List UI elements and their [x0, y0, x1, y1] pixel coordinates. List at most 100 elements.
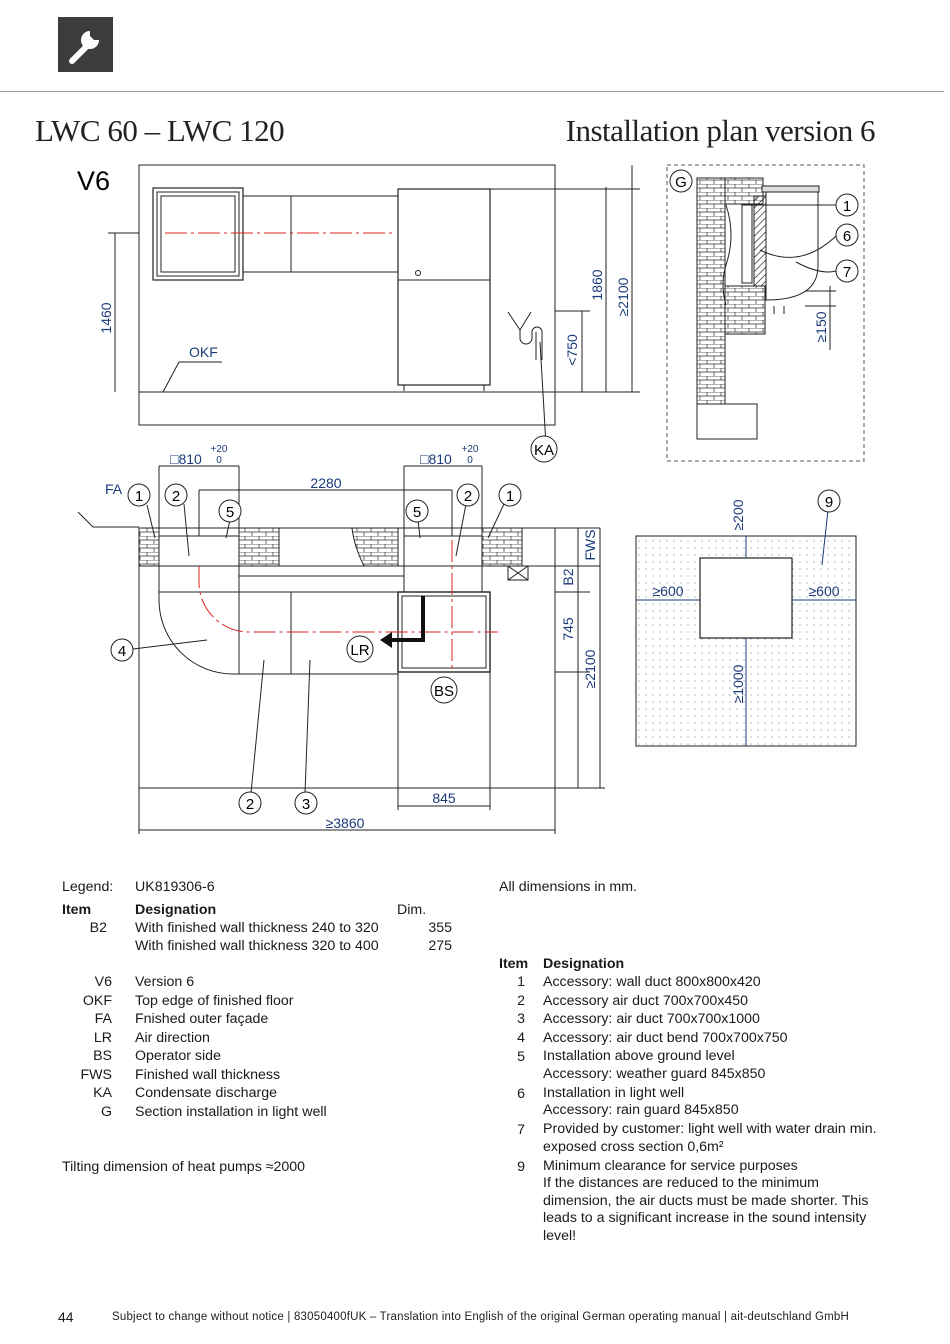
clearance-1000: ≥1000: [730, 664, 746, 703]
item-number: 6: [517, 1085, 525, 1102]
right-col-item: Item: [499, 956, 529, 972]
label-ka: KA: [534, 442, 554, 459]
dim-750: <750: [564, 334, 580, 366]
item-number: 9: [517, 1158, 525, 1175]
dimension-note: All dimensions in mm.: [499, 879, 637, 895]
dim-2100-elevation: ≥2100: [615, 277, 631, 316]
tol-plus-left: +20: [211, 444, 228, 455]
legend-abbrev-text: Finished wall thickness: [135, 1066, 281, 1083]
item-number: 3: [517, 1011, 525, 1027]
heat-pump-elevation: [397, 188, 491, 386]
legend-col-designation: Designation: [135, 902, 217, 918]
callout-9: 9: [825, 494, 833, 511]
legend-abbrev-text: Air direction: [135, 1029, 210, 1046]
dim-810-right: □810: [420, 451, 452, 467]
legend-abbrev-item: G: [100, 1103, 112, 1120]
legend-b2-dim-1: 355: [428, 920, 452, 936]
legend-abbrev-item: V6: [94, 974, 112, 990]
label-okf: OKF: [189, 344, 218, 360]
wrench-icon: [58, 17, 113, 72]
legend-b2-item: B2: [89, 920, 107, 936]
clearance-600-right: ≥600: [808, 583, 839, 599]
label-g: G: [675, 174, 687, 191]
tol-plus-right: +20: [462, 444, 479, 455]
callout-1-right: 1: [506, 488, 514, 505]
item-designation-line: Accessory: air duct 700x700x1000: [543, 1011, 760, 1027]
item-designation-line: Provided by customer: light well with wa…: [543, 1121, 877, 1137]
callout-1-section: 1: [843, 198, 851, 215]
callout-4: 4: [118, 643, 126, 660]
legend-code: UK819306-6: [135, 879, 215, 895]
legend-abbrev-item: OKF: [82, 992, 112, 1009]
legend-col-dim: Dim.: [397, 902, 427, 918]
legend-abbrev-item: KA: [93, 1085, 112, 1101]
label-lr: LR: [350, 642, 369, 659]
footer-text: Subject to change without notice | 83050…: [112, 1311, 850, 1323]
dim-3860: ≥3860: [326, 815, 365, 831]
tilting-dimension: Tilting dimension of heat pumps ≈2000: [62, 1159, 306, 1175]
item-designation-line: Accessory: weather guard 845x850: [543, 1065, 766, 1082]
label-fa: FA: [105, 481, 123, 497]
plan-room: [138, 527, 556, 789]
legend-label: Legend:: [62, 879, 114, 895]
item-designation-line: leads to a significant increase in the s…: [543, 1210, 867, 1226]
item-designation-line: exposed cross section 0,6m²: [543, 1138, 724, 1155]
legend-abbrev-text: Condensate discharge: [135, 1085, 277, 1101]
clearance-600-left: ≥600: [652, 583, 683, 599]
item-designation-line: level!: [543, 1227, 577, 1244]
page-number: 44: [58, 1309, 74, 1325]
item-number: 4: [517, 1029, 525, 1046]
dim-745: 745: [560, 617, 576, 641]
legend-b2-row-2: With finished wall thickness 320 to 400: [135, 938, 379, 954]
callout-6: 6: [843, 228, 851, 245]
legend-abbrev-text: Top edge of finished floor: [135, 992, 294, 1009]
dim-845: 845: [432, 790, 456, 806]
callout-3: 3: [302, 796, 310, 813]
dim-2100-plan: ≥2100: [582, 649, 598, 688]
dim-810-left: □810: [170, 451, 202, 467]
dim-1460: 1460: [98, 302, 114, 333]
clearance-200: ≥200: [730, 499, 746, 530]
dim-2280: 2280: [310, 475, 341, 491]
item-number: 5: [517, 1049, 525, 1065]
legend-abbrev-text: Fnished outer façade: [135, 1011, 269, 1027]
item-designation-line: Installation in light well: [543, 1084, 685, 1101]
legend-col-item: Item: [62, 902, 92, 918]
legend-abbrev-item: BS: [93, 1048, 112, 1064]
legend-abbrev-text: Operator side: [135, 1048, 221, 1064]
callout-1-left: 1: [135, 488, 143, 505]
legend-abbrev-text: Section installation in light well: [135, 1103, 327, 1120]
legend-b2-dim-2: 275: [428, 938, 452, 954]
callout-5-left: 5: [226, 504, 234, 521]
item-designation-line: Accessory: rain guard 845x850: [543, 1102, 739, 1118]
elevation-room: [138, 164, 556, 426]
item-number: 2: [517, 992, 525, 1009]
label-b2: B2: [560, 568, 576, 585]
tol-zero-right: 0: [467, 455, 473, 466]
item-designation-line: Installation above ground level: [543, 1048, 735, 1064]
legend-b2-row-1: With finished wall thickness 240 to 320: [135, 920, 379, 936]
legend-abbrev-item: LR: [93, 1029, 112, 1046]
tol-zero-left: 0: [216, 455, 222, 466]
header-rule: [0, 91, 944, 92]
callout-5-right: 5: [413, 504, 421, 521]
item-designation-line: Minimum clearance for service purposes: [543, 1157, 798, 1174]
legend-abbrev-item: FWS: [80, 1066, 112, 1083]
legend-abbrev-text: Version 6: [135, 974, 195, 990]
installation-drawing: V6 1460 OKF 1860 ≥2100 <750 KA: [77, 164, 865, 834]
page-title-right: Installation plan version 6: [565, 113, 876, 148]
legend-abbrev-item: FA: [94, 1011, 112, 1027]
item-designation-line: If the distances are reduced to the mini…: [543, 1175, 820, 1191]
dim-150: ≥150: [813, 311, 829, 342]
callout-2-bottom: 2: [246, 796, 254, 813]
item-number: 7: [517, 1122, 525, 1138]
item-designation-line: Accessory: wall duct 800x800x420: [543, 974, 761, 990]
callout-2-right: 2: [464, 488, 472, 505]
right-col-designation: Designation: [543, 956, 625, 972]
page-title-left: LWC 60 – LWC 120: [35, 113, 285, 148]
callout-2-left: 2: [172, 488, 180, 505]
dim-1860: 1860: [589, 269, 605, 300]
item-designation-line: Accessory: air duct bend 700x700x750: [543, 1029, 788, 1046]
light-well-section: [666, 164, 865, 462]
version-label: V6: [77, 166, 110, 196]
